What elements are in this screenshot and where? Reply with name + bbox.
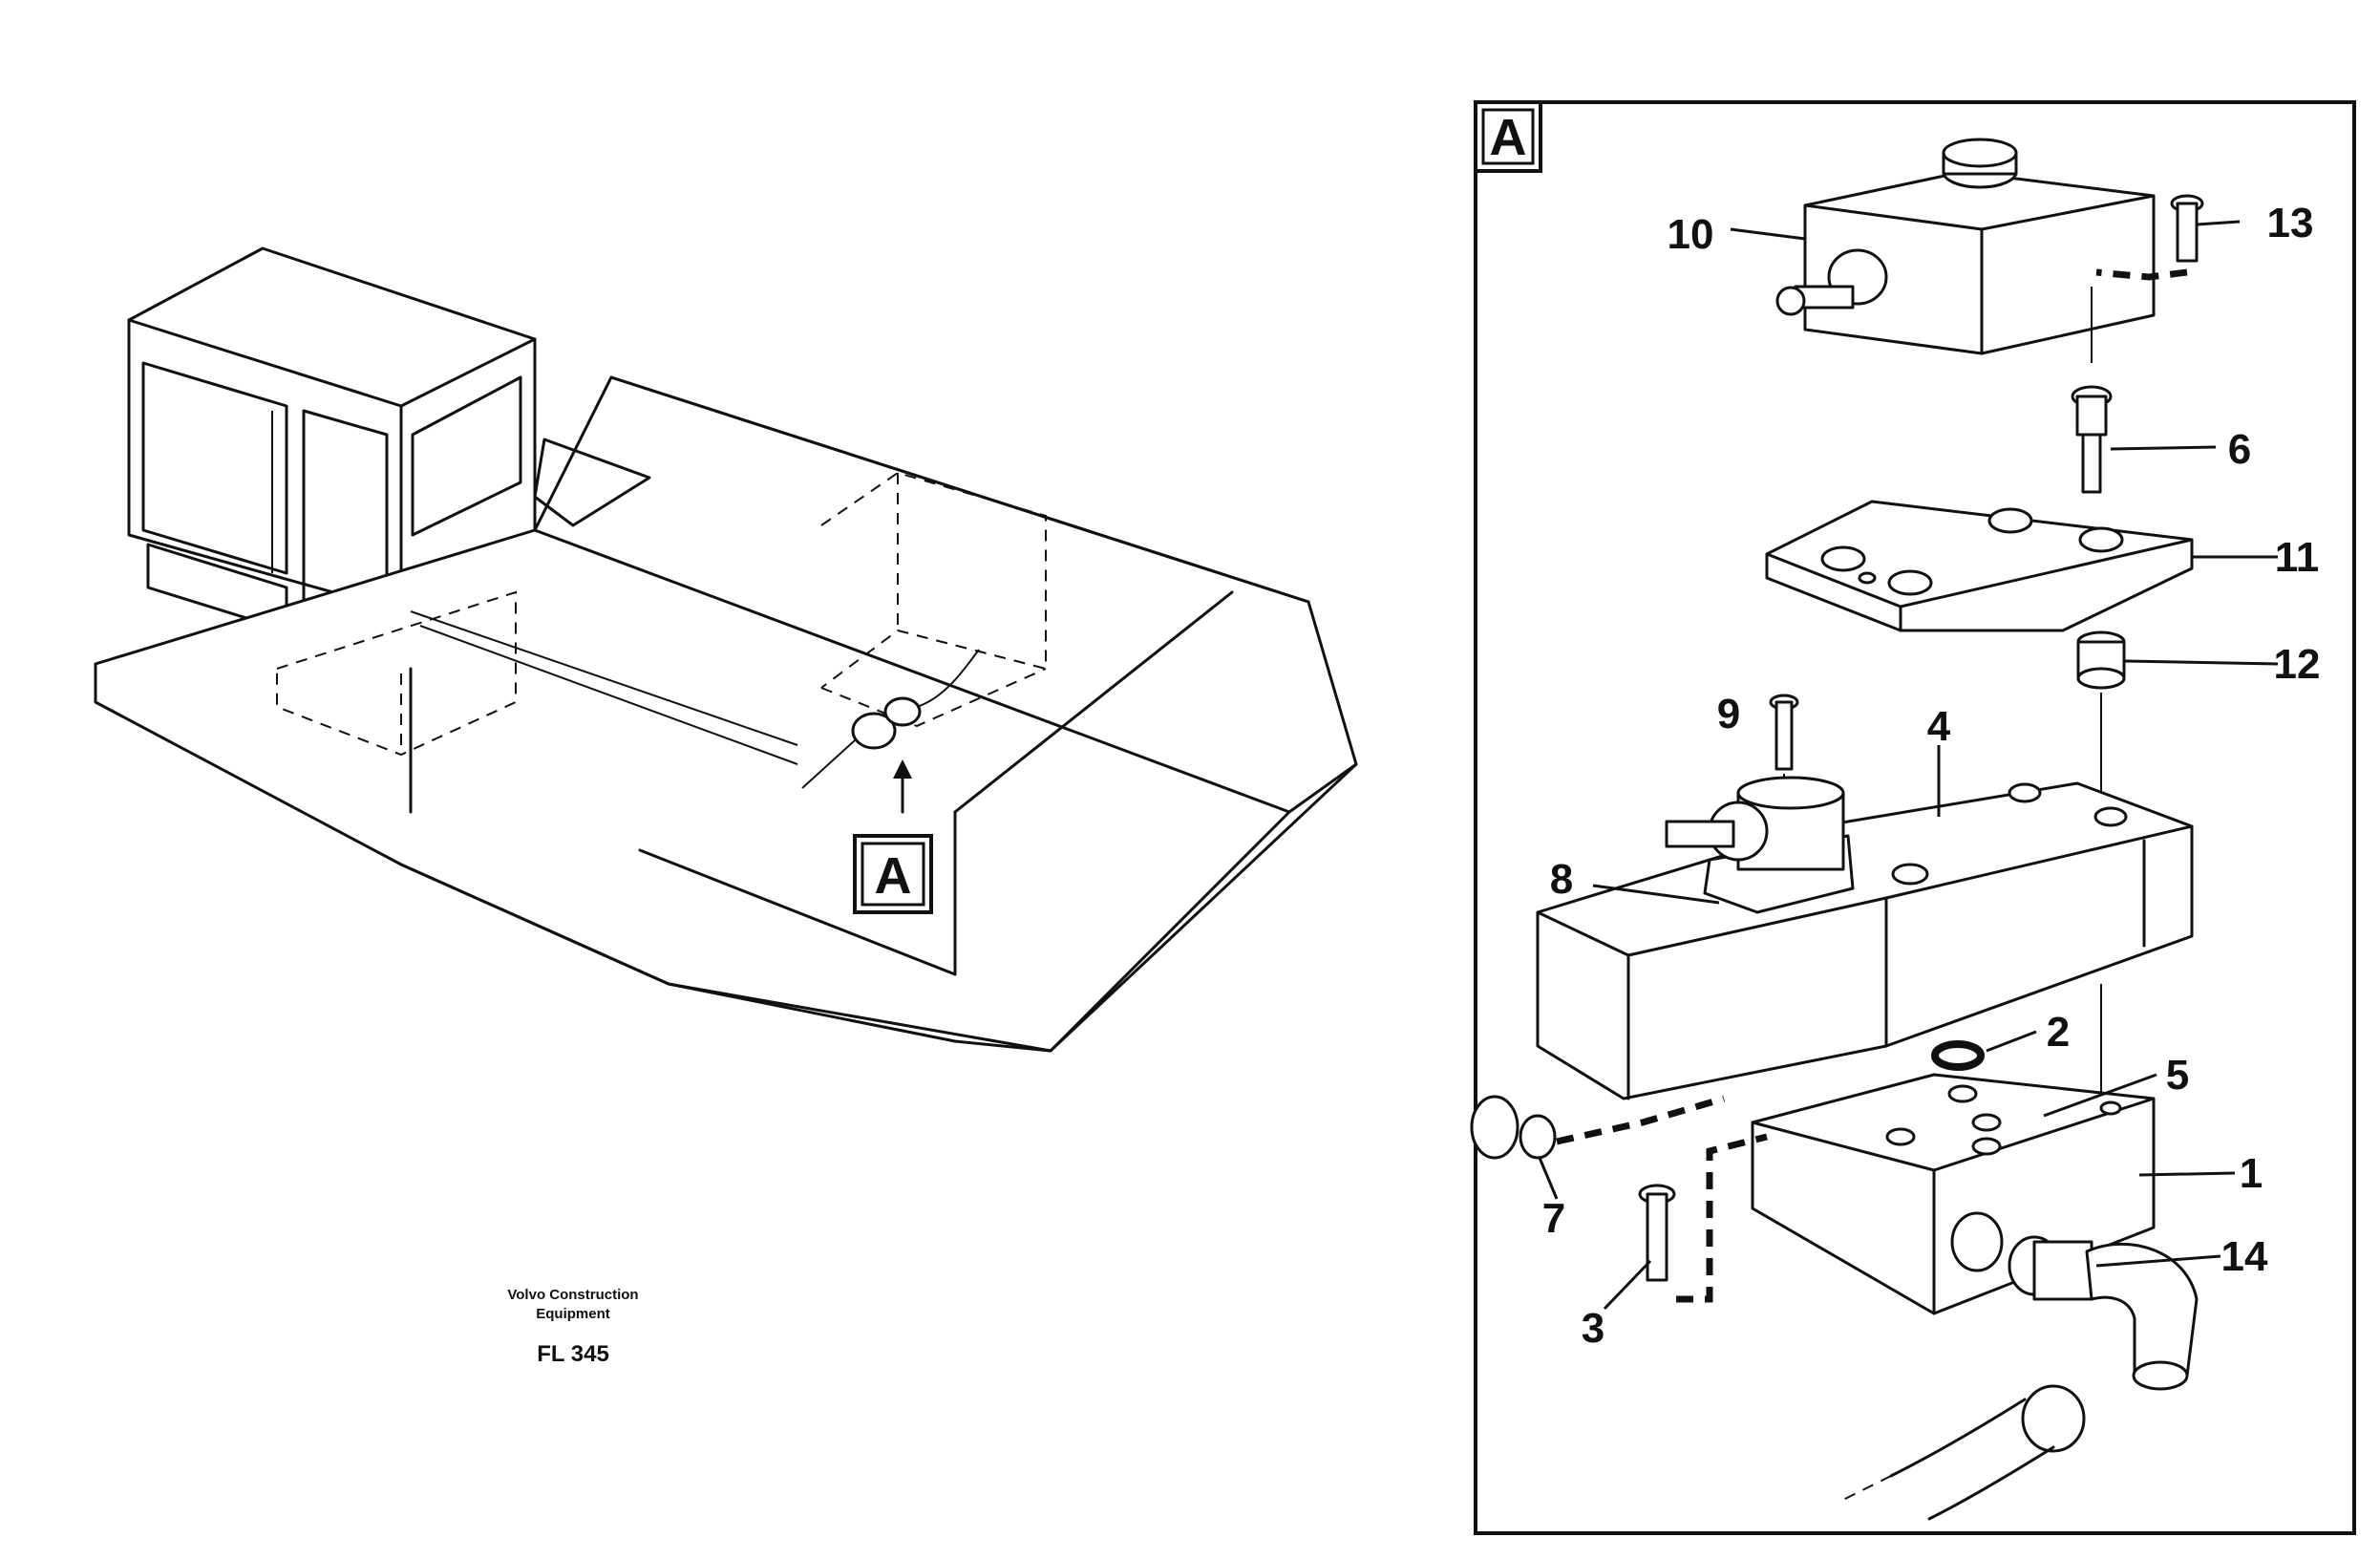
coil-connector bbox=[1775, 138, 2156, 355]
upper-structure bbox=[94, 375, 1358, 1053]
figure-code: FL 345 bbox=[537, 1341, 609, 1367]
callout-4: 4 bbox=[1927, 703, 1951, 750]
detail-panel: A bbox=[1470, 100, 2356, 1535]
screw-3 bbox=[1638, 1133, 1768, 1303]
connector-8 bbox=[1665, 776, 1855, 914]
valve-body-4 bbox=[1536, 781, 2194, 1100]
plug-7 bbox=[1470, 1095, 1725, 1160]
callout-13: 13 bbox=[2267, 200, 2314, 246]
credits: Volvo Construction Equipment FL 345 bbox=[507, 1287, 638, 1367]
detail-marker-label: A bbox=[875, 847, 912, 905]
callout-5: 5 bbox=[2166, 1052, 2189, 1099]
callout-8: 8 bbox=[1550, 856, 1573, 903]
excavator-overview: A bbox=[94, 246, 1358, 1053]
overview-valve bbox=[801, 649, 980, 814]
callout-3: 3 bbox=[1582, 1305, 1604, 1352]
callout-12: 12 bbox=[2274, 641, 2321, 688]
callout-9: 9 bbox=[1717, 691, 1740, 737]
spacer-12 bbox=[2076, 630, 2126, 812]
callout-2: 2 bbox=[2047, 1009, 2070, 1056]
credit-line-1: Volvo Construction bbox=[507, 1287, 638, 1303]
callout-6: 6 bbox=[2228, 426, 2251, 473]
hidden-compartments bbox=[276, 471, 1047, 757]
detail-box-label: A bbox=[1474, 100, 1542, 173]
detail-box-letter: A bbox=[1490, 109, 1527, 166]
screw-6 bbox=[2071, 385, 2113, 494]
callout-1: 1 bbox=[2240, 1150, 2263, 1197]
detail-marker-a[interactable]: A bbox=[853, 834, 933, 914]
callouts: 10 13 6 11 12 9 4 8 2 5 1 14 7 3 bbox=[1542, 200, 2321, 1352]
callout-11: 11 bbox=[2275, 534, 2320, 581]
credit-line-2: Equipment bbox=[536, 1306, 610, 1322]
plate-11 bbox=[1765, 500, 2194, 632]
leader-lines bbox=[1538, 220, 2279, 1311]
callout-10: 10 bbox=[1668, 211, 1714, 258]
screw-9 bbox=[1769, 694, 1799, 802]
callout-14: 14 bbox=[2221, 1233, 2268, 1280]
callout-7: 7 bbox=[1542, 1195, 1565, 1242]
screw-13 bbox=[2091, 194, 2204, 363]
fitting-14 bbox=[1842, 1235, 2199, 1521]
detail-frame bbox=[1474, 100, 2356, 1535]
